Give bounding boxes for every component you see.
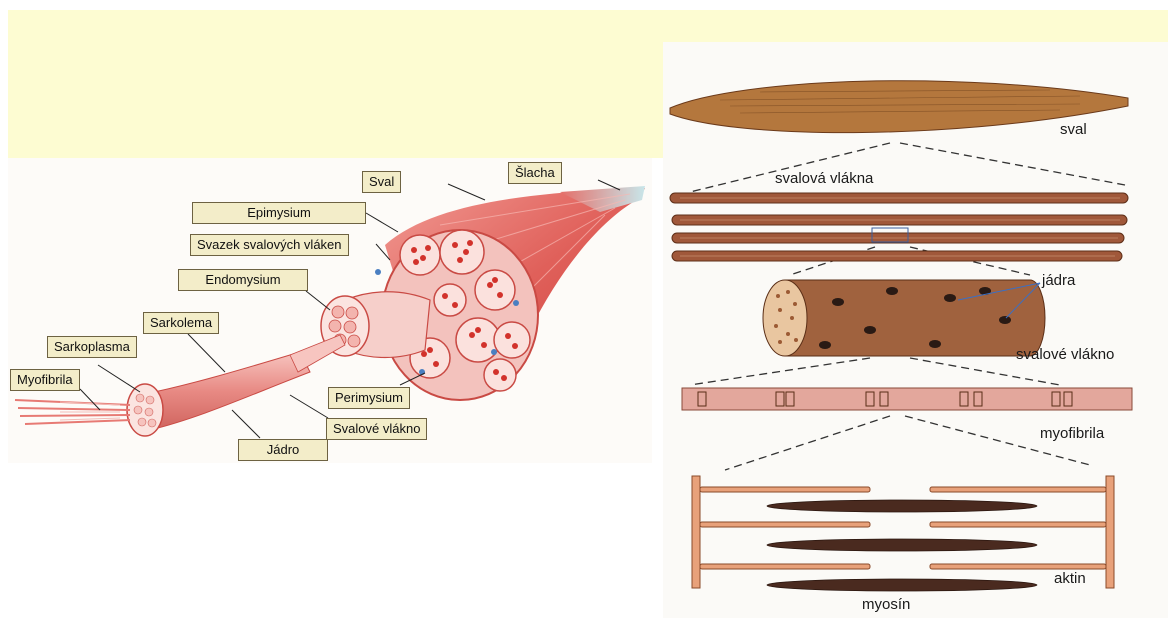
label-epimysium: Epimysium: [192, 202, 366, 224]
label-perimysium: Perimysium: [328, 387, 410, 409]
label-sval: Sval: [362, 171, 401, 193]
label-svalove-vlakno: Svalové vlákno: [326, 418, 427, 440]
sarcomere: [692, 476, 1114, 591]
label-sval-right: sval: [1060, 121, 1087, 138]
label-slacha: Šlacha: [508, 162, 562, 184]
label-endomysium: Endomysium: [178, 269, 308, 291]
label-aktin: aktin: [1054, 570, 1086, 587]
label-svazek-svalovych-vlaken: Svazek svalových vláken: [190, 234, 349, 256]
label-svalove-vlakno-right: svalové vlákno: [1016, 346, 1114, 363]
label-jadra: jádra: [1042, 272, 1075, 289]
label-sarkolema: Sarkolema: [143, 312, 219, 334]
label-jadro: Jádro: [238, 439, 328, 461]
label-myofibrila: Myofibrila: [10, 369, 80, 391]
label-svalova-vlakna: svalová vlákna: [775, 170, 873, 187]
label-myofibrila-right: myofibrila: [1040, 425, 1104, 442]
label-myosin: myosín: [862, 596, 910, 613]
label-sarkoplasma: Sarkoplasma: [47, 336, 137, 358]
